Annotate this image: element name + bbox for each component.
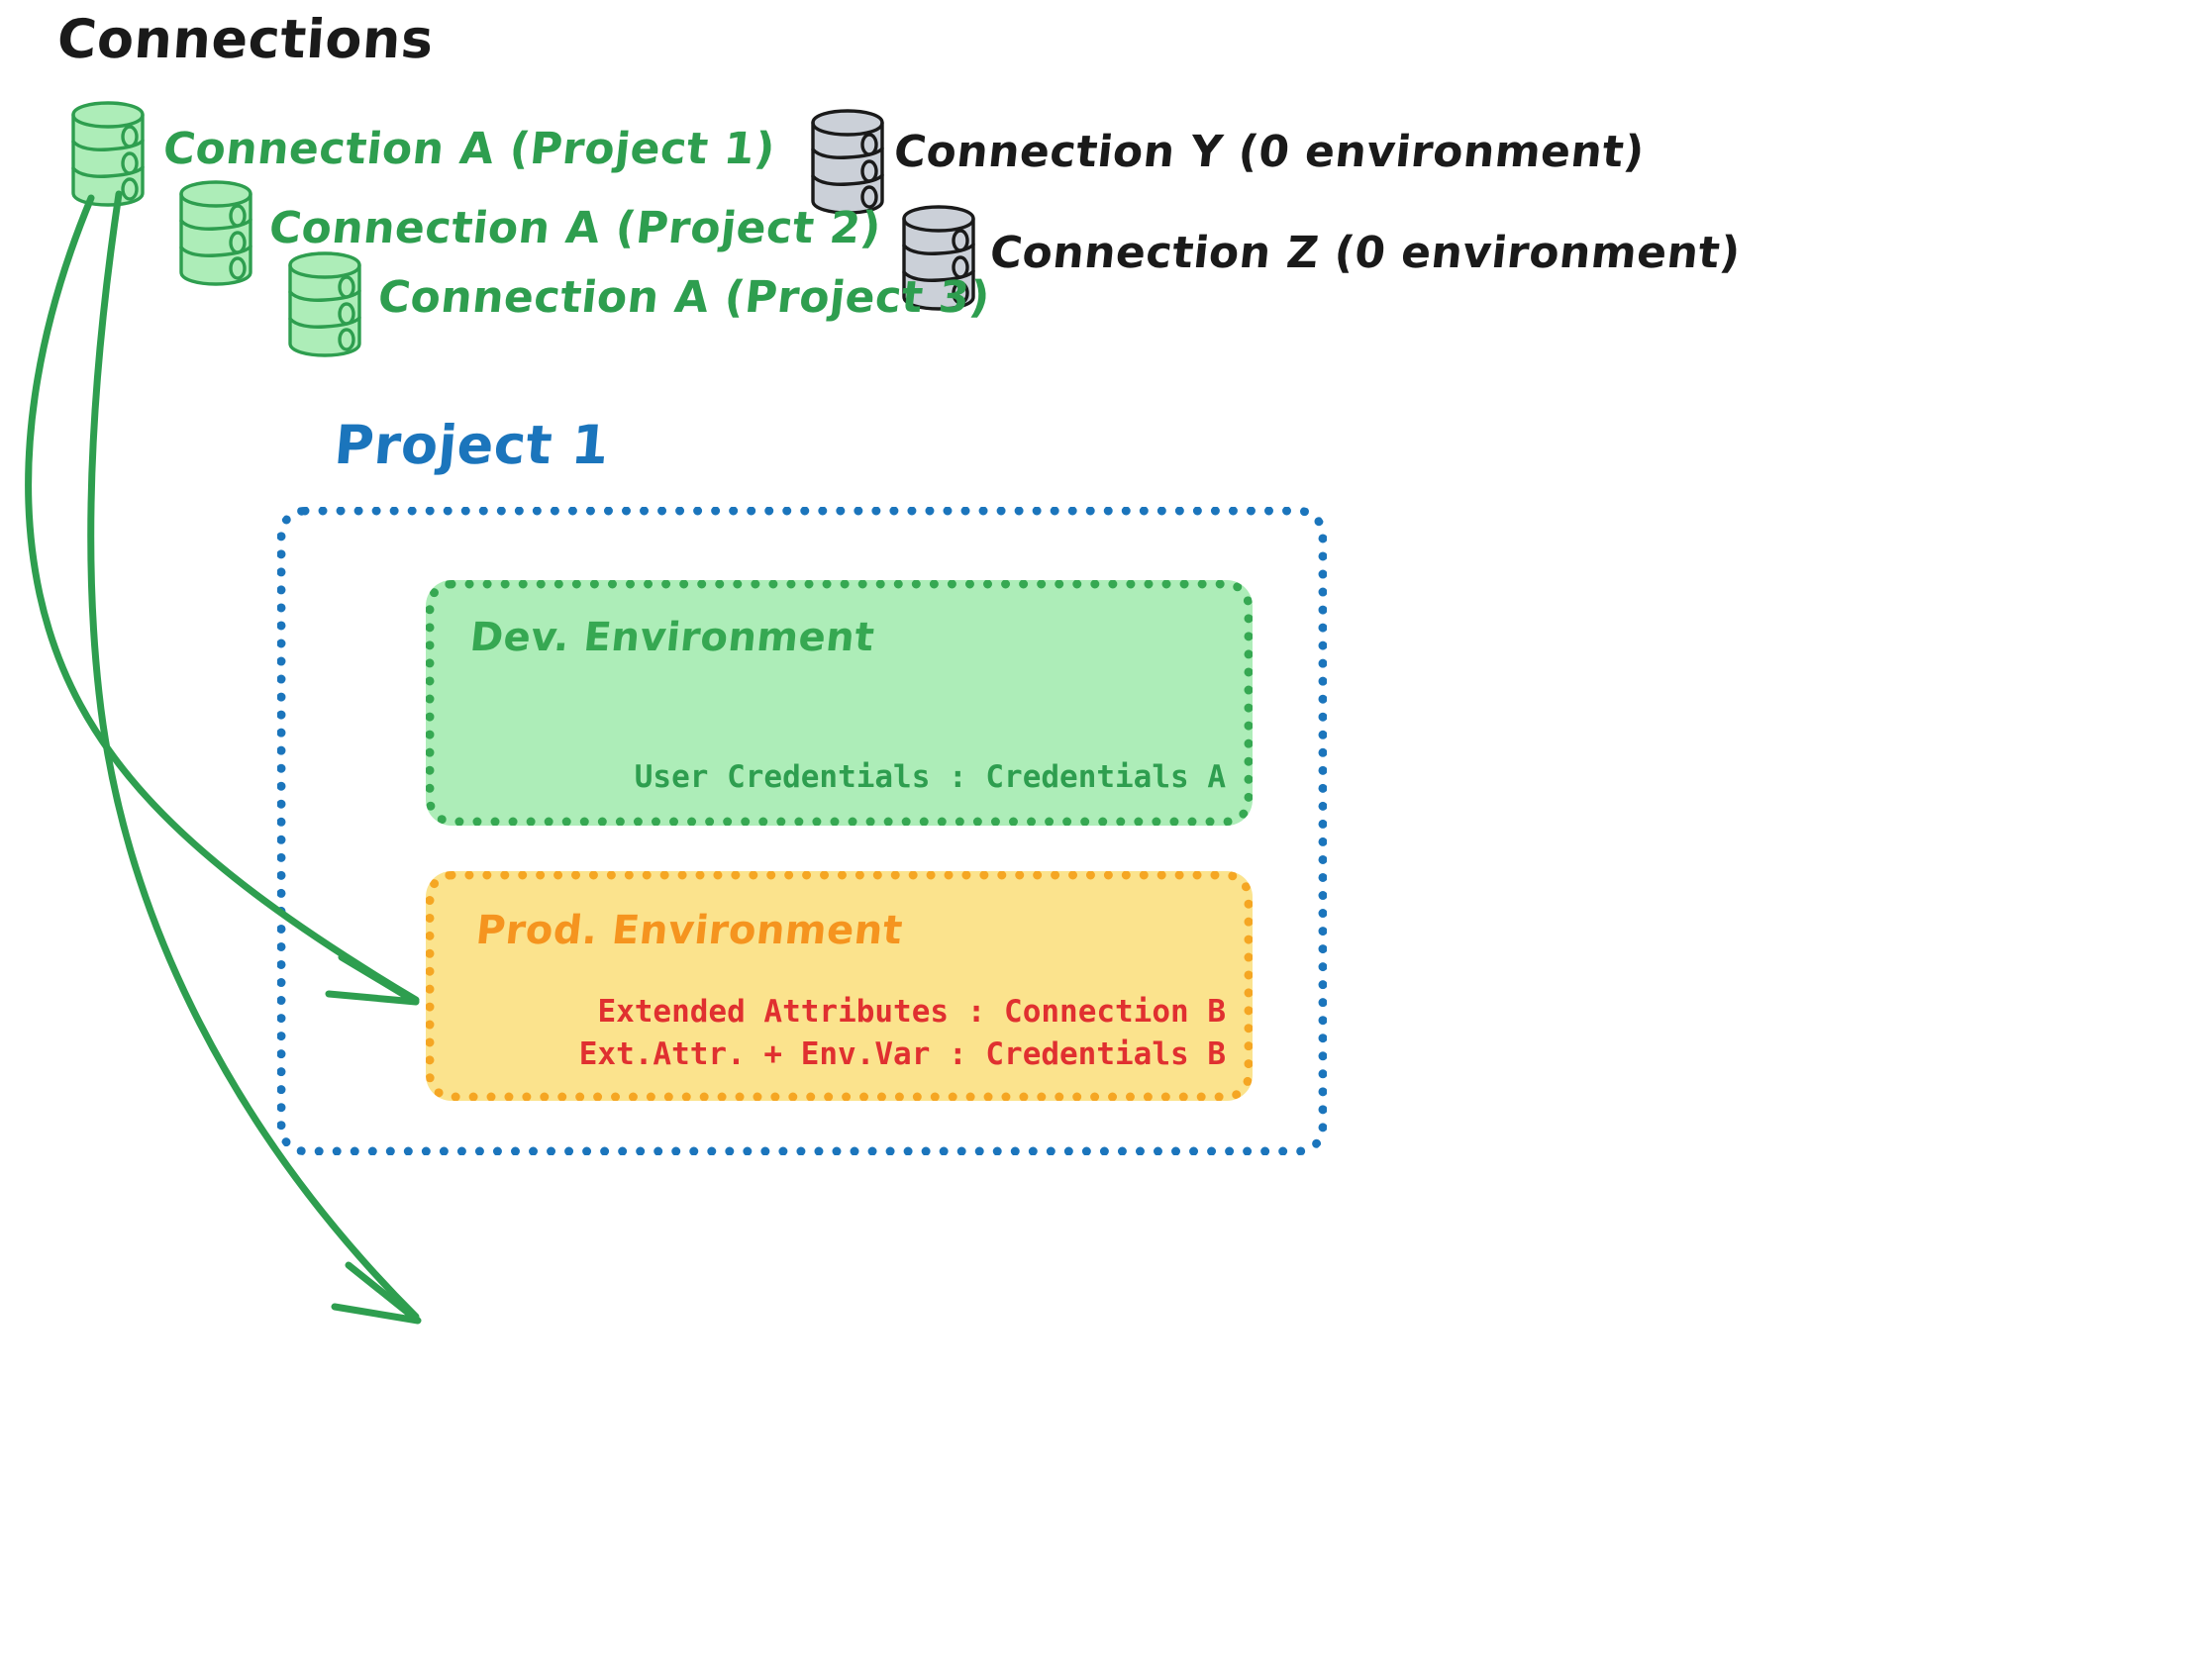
arrow-head-prod xyxy=(331,1261,422,1325)
environment-box-prod: Prod. Environment Extended Attributes : … xyxy=(426,871,1253,1101)
environment-title-dev: Dev. Environment xyxy=(467,615,877,660)
database-icon xyxy=(65,99,151,208)
connection-label-y: Connection Y (0 environment) xyxy=(891,127,1648,177)
connection-label-a-project-2: Connection A (Project 2) xyxy=(266,203,884,253)
database-icon xyxy=(282,249,367,358)
environment-details-prod: Extended Attributes : Connection B Ext.A… xyxy=(579,991,1226,1076)
connection-label-a-project-1: Connection A (Project 1) xyxy=(160,124,778,174)
environment-box-dev: Dev. Environment User Credentials : Cred… xyxy=(426,580,1253,826)
environment-title-prod: Prod. Environment xyxy=(473,908,905,953)
database-icon xyxy=(173,178,258,287)
project-title: Project 1 xyxy=(332,414,612,476)
environment-detail-line: Extended Attributes : Connection B xyxy=(597,994,1226,1031)
connection-label-z: Connection Z (0 environment) xyxy=(987,228,1744,278)
environment-details-dev: User Credentials : Credentials A xyxy=(635,756,1226,799)
environment-detail-line: User Credentials : Credentials A xyxy=(634,759,1226,796)
connection-label-a-project-3: Connection A (Project 3) xyxy=(375,272,993,323)
database-icon xyxy=(896,203,981,312)
database-icon xyxy=(805,107,890,216)
page-title: Connections xyxy=(54,8,436,70)
environment-detail-line: Ext.Attr. + Env.Var : Credentials B xyxy=(578,1036,1226,1073)
